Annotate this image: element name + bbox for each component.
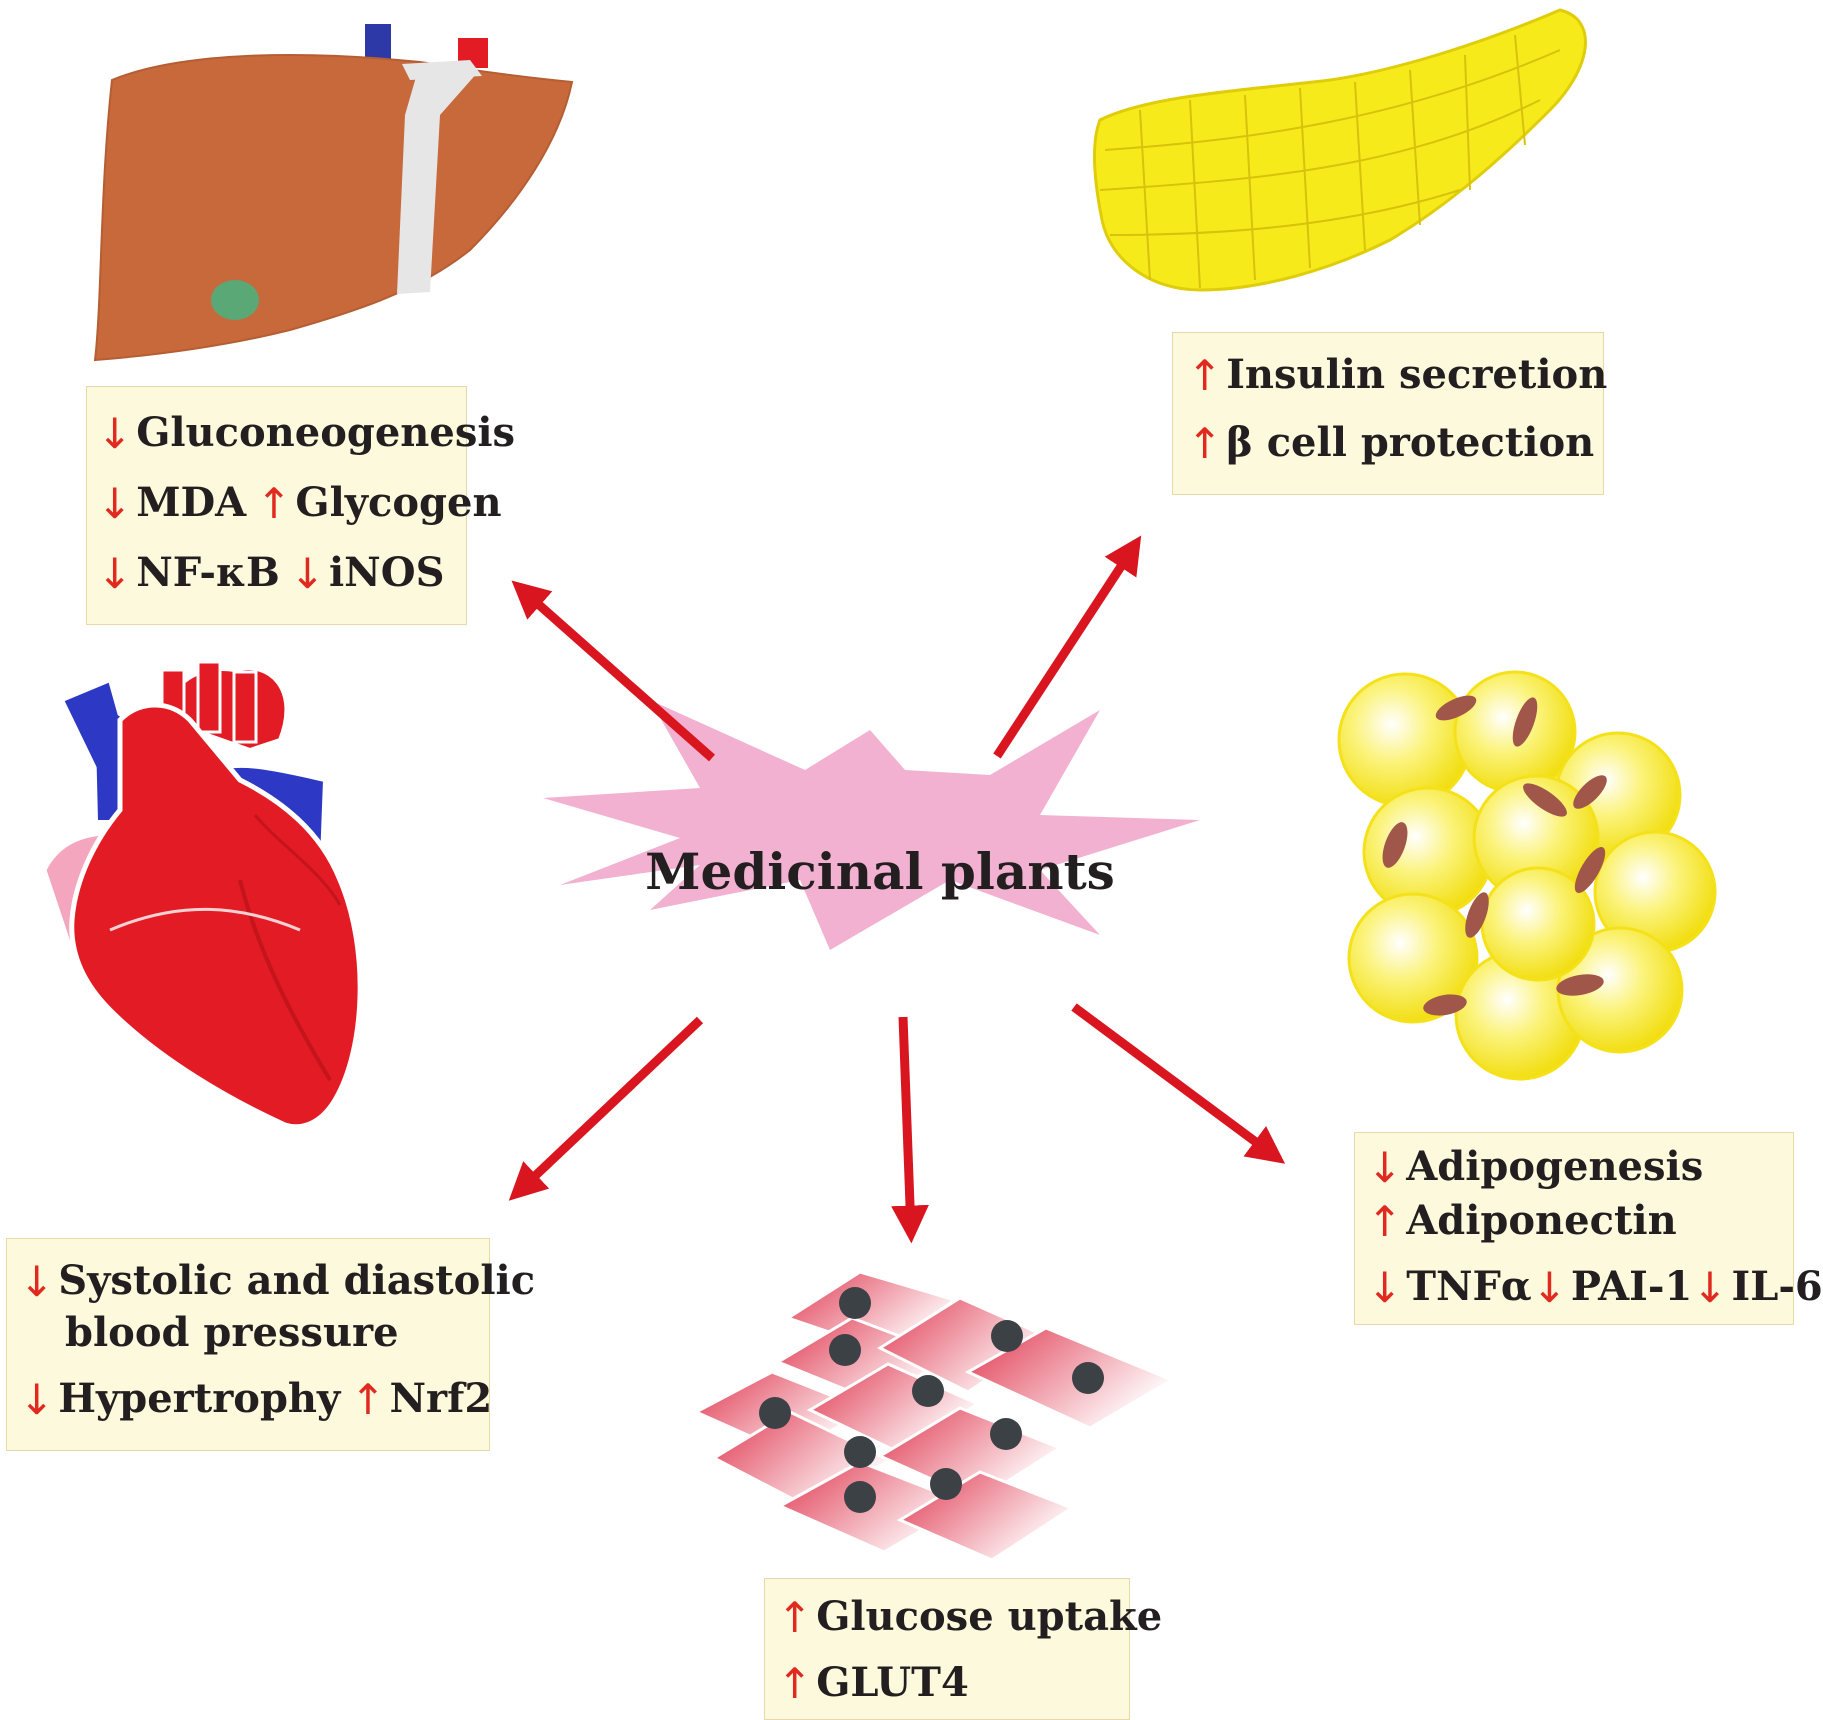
up-arrow-icon: ↑	[1367, 1197, 1403, 1246]
down-arrow-icon: ↓	[97, 479, 133, 528]
down-arrow-icon: ↓	[19, 1257, 55, 1306]
liver-line-1: ↓Gluconeogenesis	[97, 409, 516, 458]
muscle-line-1: ↑Glucose uptake	[777, 1593, 1163, 1642]
liver-inos: iNOS	[328, 549, 445, 596]
liver-illustration	[93, 24, 574, 362]
adipose-line-2: ↑Adiponectin	[1367, 1197, 1677, 1246]
down-arrow-icon: ↓	[289, 549, 325, 598]
muscle-cells-illustration	[692, 1270, 1176, 1562]
heart-line-1: ↓Systolic and diastolic	[19, 1257, 536, 1306]
up-arrow-icon: ↑	[777, 1593, 813, 1642]
arrow-to-adipose	[1071, 1003, 1286, 1164]
down-arrow-icon: ↓	[97, 409, 133, 458]
arrow-to-liver	[511, 580, 715, 762]
adipose-illustration	[1337, 670, 1717, 1081]
liver-glycogen: Glycogen	[295, 479, 502, 526]
center-label: Medicinal plants	[645, 842, 1115, 901]
arrow-to-pancreas	[993, 535, 1142, 759]
heart-blood-pressure: blood pressure	[65, 1309, 399, 1356]
down-arrow-icon: ↓	[1367, 1143, 1403, 1192]
up-arrow-icon: ↑	[256, 479, 292, 528]
adipose-tnfa: TNFα	[1406, 1263, 1532, 1310]
adipose-adipogenesis: Adipogenesis	[1406, 1143, 1704, 1190]
muscle-line-2: ↑GLUT4	[777, 1659, 969, 1708]
liver-nfkb: NF-κB	[136, 549, 280, 596]
heart-line-3: ↓Hypertrophy↑Nrf2	[19, 1375, 493, 1424]
down-arrow-icon: ↓	[1367, 1263, 1403, 1312]
muscle-glucose-uptake: Glucose uptake	[816, 1593, 1163, 1640]
down-arrow-icon: ↓	[1692, 1263, 1728, 1312]
arrow-to-muscle	[891, 1016, 929, 1244]
up-arrow-icon: ↑	[350, 1375, 386, 1424]
liver-effects-box: ↓Gluconeogenesis ↓MDA↑Glycogen ↓NF-κB↓iN…	[86, 386, 515, 625]
adipose-effects-box: ↓Adipogenesis ↑Adiponectin ↓TNFα↓PAI-1↓I…	[1354, 1132, 1823, 1325]
down-arrow-icon: ↓	[19, 1375, 55, 1424]
pancreas-insulin-secretion: Insulin secretion	[1226, 351, 1608, 398]
pancreas-line-1: ↑Insulin secretion	[1187, 351, 1608, 400]
liver-gluconeogenesis: Gluconeogenesis	[136, 409, 516, 456]
muscle-glut4: GLUT4	[816, 1659, 969, 1706]
adipose-il6: IL-6	[1731, 1263, 1823, 1310]
muscle-effects-box: ↑Glucose uptake ↑GLUT4	[764, 1578, 1162, 1720]
heart-effects-box: ↓Systolic and diastolic blood pressure ↓…	[6, 1238, 535, 1451]
center-burst	[543, 700, 1200, 950]
liver-line-3: ↓NF-κB↓iNOS	[97, 549, 445, 598]
up-arrow-icon: ↑	[1187, 419, 1223, 468]
adipose-adiponectin: Adiponectin	[1406, 1197, 1677, 1244]
heart-illustration	[43, 660, 363, 1130]
pancreas-illustration	[1092, 8, 1587, 292]
down-arrow-icon: ↓	[97, 549, 133, 598]
down-arrow-icon: ↓	[1531, 1263, 1567, 1312]
adipose-pai1: PAI-1	[1570, 1263, 1693, 1310]
arrow-to-heart	[508, 1016, 704, 1201]
heart-line-2: blood pressure	[65, 1313, 399, 1353]
pancreas-effects-box: ↑Insulin secretion ↑β cell protection	[1172, 332, 1608, 495]
pancreas-line-2: ↑β cell protection	[1187, 419, 1595, 468]
adipose-line-1: ↓Adipogenesis	[1367, 1143, 1704, 1192]
up-arrow-icon: ↑	[777, 1659, 813, 1708]
heart-nrf2: Nrf2	[389, 1375, 493, 1422]
heart-systolic-diastolic: Systolic and diastolic	[58, 1257, 536, 1304]
pancreas-beta-cell-protection: β cell protection	[1226, 419, 1595, 466]
adipose-line-3: ↓TNFα↓PAI-1↓IL-6	[1367, 1263, 1823, 1312]
liver-line-2: ↓MDA↑Glycogen	[97, 479, 502, 528]
liver-mda: MDA	[136, 479, 247, 526]
heart-hypertrophy: Hypertrophy	[58, 1375, 341, 1422]
up-arrow-icon: ↑	[1187, 351, 1223, 400]
